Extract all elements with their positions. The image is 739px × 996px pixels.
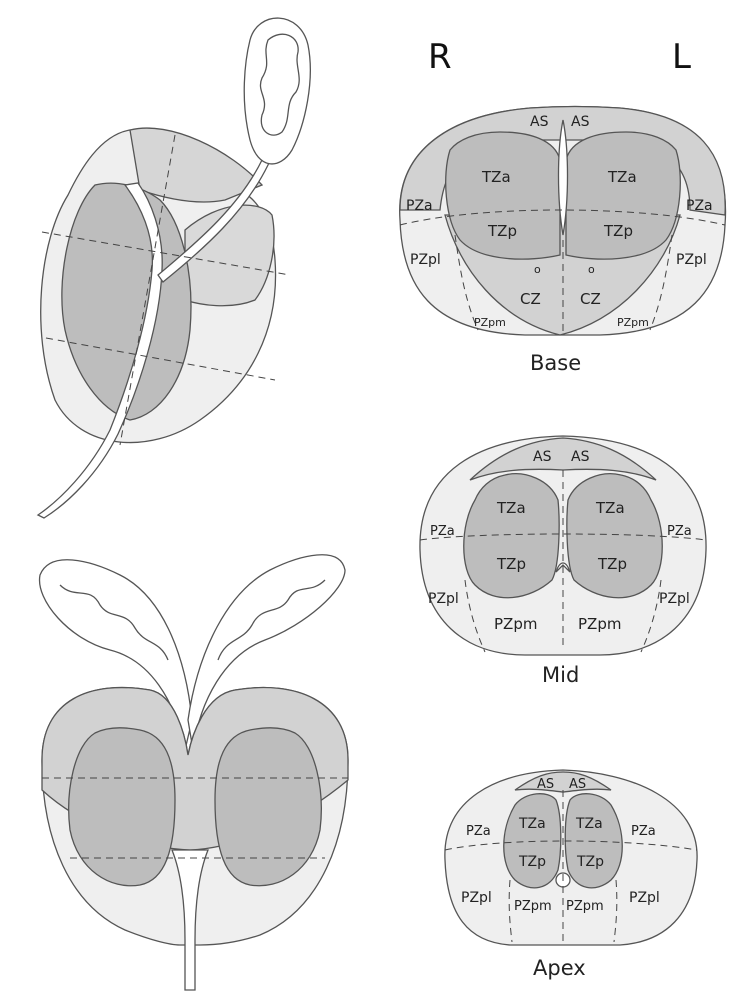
apex-tzp-right-label: TZp: [518, 854, 546, 870]
base-section: AS AS TZa TZa TZp TZp PZa PZa PZpl PZpl …: [399, 105, 727, 375]
orientation-left-label: L: [672, 37, 691, 77]
seminal-vesicle-left-coronal: [38, 559, 193, 751]
mid-pzpl-right-label: PZpl: [428, 591, 459, 607]
plane-mid-3d: [45, 337, 276, 381]
mid-pza-left-label: PZa: [667, 524, 692, 539]
plane-vertical-3d: [119, 134, 176, 446]
base-tz-left: [565, 131, 681, 260]
mid-tza-right-label: TZa: [496, 499, 526, 517]
urethra-coronal: [171, 849, 209, 991]
base-anterior-cleft: [557, 119, 569, 236]
mid-as-right-label: AS: [533, 449, 552, 465]
apex-tz-right: [503, 793, 562, 889]
apex-pzpm-left-label: PZpm: [566, 899, 604, 914]
mid-tz-left: [566, 473, 663, 599]
seminal-vesicle-3d: [243, 17, 311, 165]
seminal-vesicle-right-inner: [217, 579, 326, 661]
mid-plane-lateral-r: [464, 579, 486, 653]
base-pzpl-left-label: PZpl: [676, 252, 707, 268]
apex-plane-horizontal: [444, 840, 698, 851]
apex-anterior-stroma: [514, 771, 612, 793]
apex-pzpl-right-label: PZpl: [461, 890, 492, 906]
apex-as-right-label: AS: [537, 777, 554, 792]
base-as-right-label: AS: [530, 114, 549, 130]
mid-pzpm-right-label: PZpm: [494, 615, 537, 633]
base-duct-left-label: o: [588, 263, 595, 276]
mid-tzp-left-label: TZp: [597, 555, 627, 573]
base-caption: Base: [530, 351, 581, 375]
apex-plane-lateral-l: [613, 879, 618, 943]
apex-pza-right-label: PZa: [466, 824, 491, 839]
base-tz-right: [445, 131, 561, 260]
base-pzpm-left-label: PZpm: [617, 316, 649, 329]
apex-plane-lateral-r: [508, 879, 513, 943]
base-plane-horizontal: [399, 209, 726, 226]
mid-plane-lateral-l: [640, 579, 662, 653]
mid-tzp-right-label: TZp: [496, 555, 526, 573]
base-as-left-label: AS: [571, 114, 590, 130]
base-tzp-left-label: TZp: [603, 222, 633, 240]
mid-tz-right: [463, 473, 560, 599]
base-duct-right-label: o: [534, 263, 541, 276]
seminal-vesicle-right-coronal: [187, 554, 346, 751]
mid-pzpm-left-label: PZpm: [578, 615, 621, 633]
base-tzp-right-label: TZp: [487, 222, 517, 240]
seminal-vesicle-inner-3d: [259, 33, 300, 136]
apex-tz-left: [564, 793, 623, 889]
apex-tza-left-label: TZa: [575, 816, 603, 832]
mid-caption: Mid: [542, 663, 579, 687]
seminal-vesicle-left-inner: [59, 584, 169, 661]
apex-pzpl-left-label: PZpl: [629, 890, 660, 906]
coronal-view: [38, 554, 349, 991]
apex-tza-right-label: TZa: [518, 816, 546, 832]
base-cz-left-label: CZ: [580, 290, 601, 308]
mid-as-left-label: AS: [571, 449, 590, 465]
base-pzpl-right-label: PZpl: [410, 252, 441, 268]
base-cz-right-label: CZ: [520, 290, 541, 308]
mid-pza-right-label: PZa: [430, 524, 455, 539]
mid-tza-left-label: TZa: [595, 499, 625, 517]
base-plane-lateral-l: [649, 234, 673, 331]
apex-pzpm-right-label: PZpm: [514, 899, 552, 914]
apex-caption: Apex: [533, 956, 586, 980]
mid-pzpl-left-label: PZpl: [659, 591, 690, 607]
base-pza-left-label: PZa: [686, 198, 713, 214]
mid-section: AS AS TZa TZa TZp TZp PZa PZa PZpl PZpl …: [419, 435, 707, 687]
anterior-dome-3d: [129, 127, 264, 203]
base-tza-left-label: TZa: [607, 168, 637, 186]
urethra-3d: [36, 182, 163, 519]
mid-anterior-stroma: [469, 437, 657, 481]
transition-zone-left-coronal: [214, 727, 322, 887]
apex-section: AS AS TZa TZa TZp TZp PZa PZa PZpl PZpl …: [444, 769, 698, 980]
apex-pza-left-label: PZa: [631, 824, 656, 839]
mid-plane-horizontal: [419, 533, 707, 541]
base-pzpm-right-label: PZpm: [474, 316, 506, 329]
plane-base-3d: [41, 231, 291, 276]
base-plane-lateral-r: [454, 234, 479, 331]
sagittal-view: [36, 17, 311, 519]
apex-tzp-left-label: TZp: [576, 854, 604, 870]
mid-urethra-notch: [555, 562, 571, 573]
base-pza-right-label: PZa: [406, 198, 433, 214]
transition-zone-right-coronal: [68, 727, 176, 887]
apex-as-left-label: AS: [569, 777, 586, 792]
base-tza-right-label: TZa: [481, 168, 511, 186]
orientation-right-label: R: [428, 37, 452, 77]
